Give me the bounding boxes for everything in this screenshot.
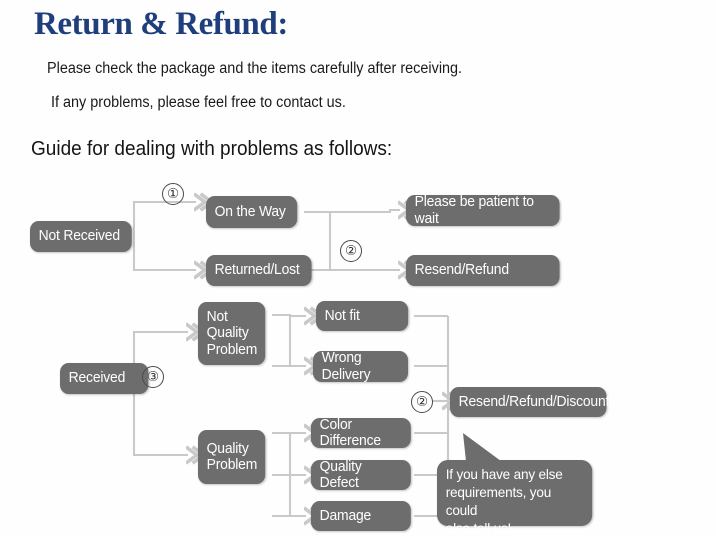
callout-bubble: If you have any else requirements, you c… [437, 460, 593, 536]
node-not-received[interactable]: Not Received [30, 221, 132, 252]
intro-line-1: Please check the package and the items c… [47, 60, 463, 77]
node-wrong-delivery[interactable]: Wrong Delivery [313, 350, 409, 383]
step-marker-2-top: ② [340, 240, 362, 262]
node-resend-refund[interactable]: Resend/Refund [406, 255, 560, 286]
step-marker-1: ① [162, 183, 184, 205]
node-damage[interactable]: Damage [311, 501, 411, 531]
page-title: Return & Refund: [34, 6, 288, 42]
node-please-be-patient-to-wait[interactable]: Please be patient to wait [406, 194, 560, 227]
intro-line-2: If any problems, please feel free to con… [51, 94, 346, 111]
node-not-fit[interactable]: Not fit [316, 301, 409, 331]
step-marker-3: ③ [142, 366, 164, 388]
step-marker-2-bottom: ② [411, 391, 433, 413]
node-resend-refund-discount[interactable]: Resend/Refund/Discount [450, 387, 609, 417]
node-color-difference[interactable]: Color Difference [311, 417, 411, 449]
callout-line-3: also tell us! [445, 519, 512, 536]
node-not-quality-problem[interactable]: Not Quality Problem [198, 302, 266, 365]
guide-heading: Guide for dealing with problems as follo… [31, 138, 393, 160]
node-on-the-way[interactable]: On the Way [206, 196, 298, 228]
node-quality-problem[interactable]: Quality Problem [198, 430, 266, 484]
callout-line-1: If you have any else [445, 466, 563, 482]
node-received[interactable]: Received [60, 363, 149, 394]
callout-line-2: requirements, you could [445, 483, 552, 518]
node-returned-lost[interactable]: Returned/Lost [206, 255, 312, 286]
node-quality-defect[interactable]: Quality Defect [311, 459, 411, 491]
